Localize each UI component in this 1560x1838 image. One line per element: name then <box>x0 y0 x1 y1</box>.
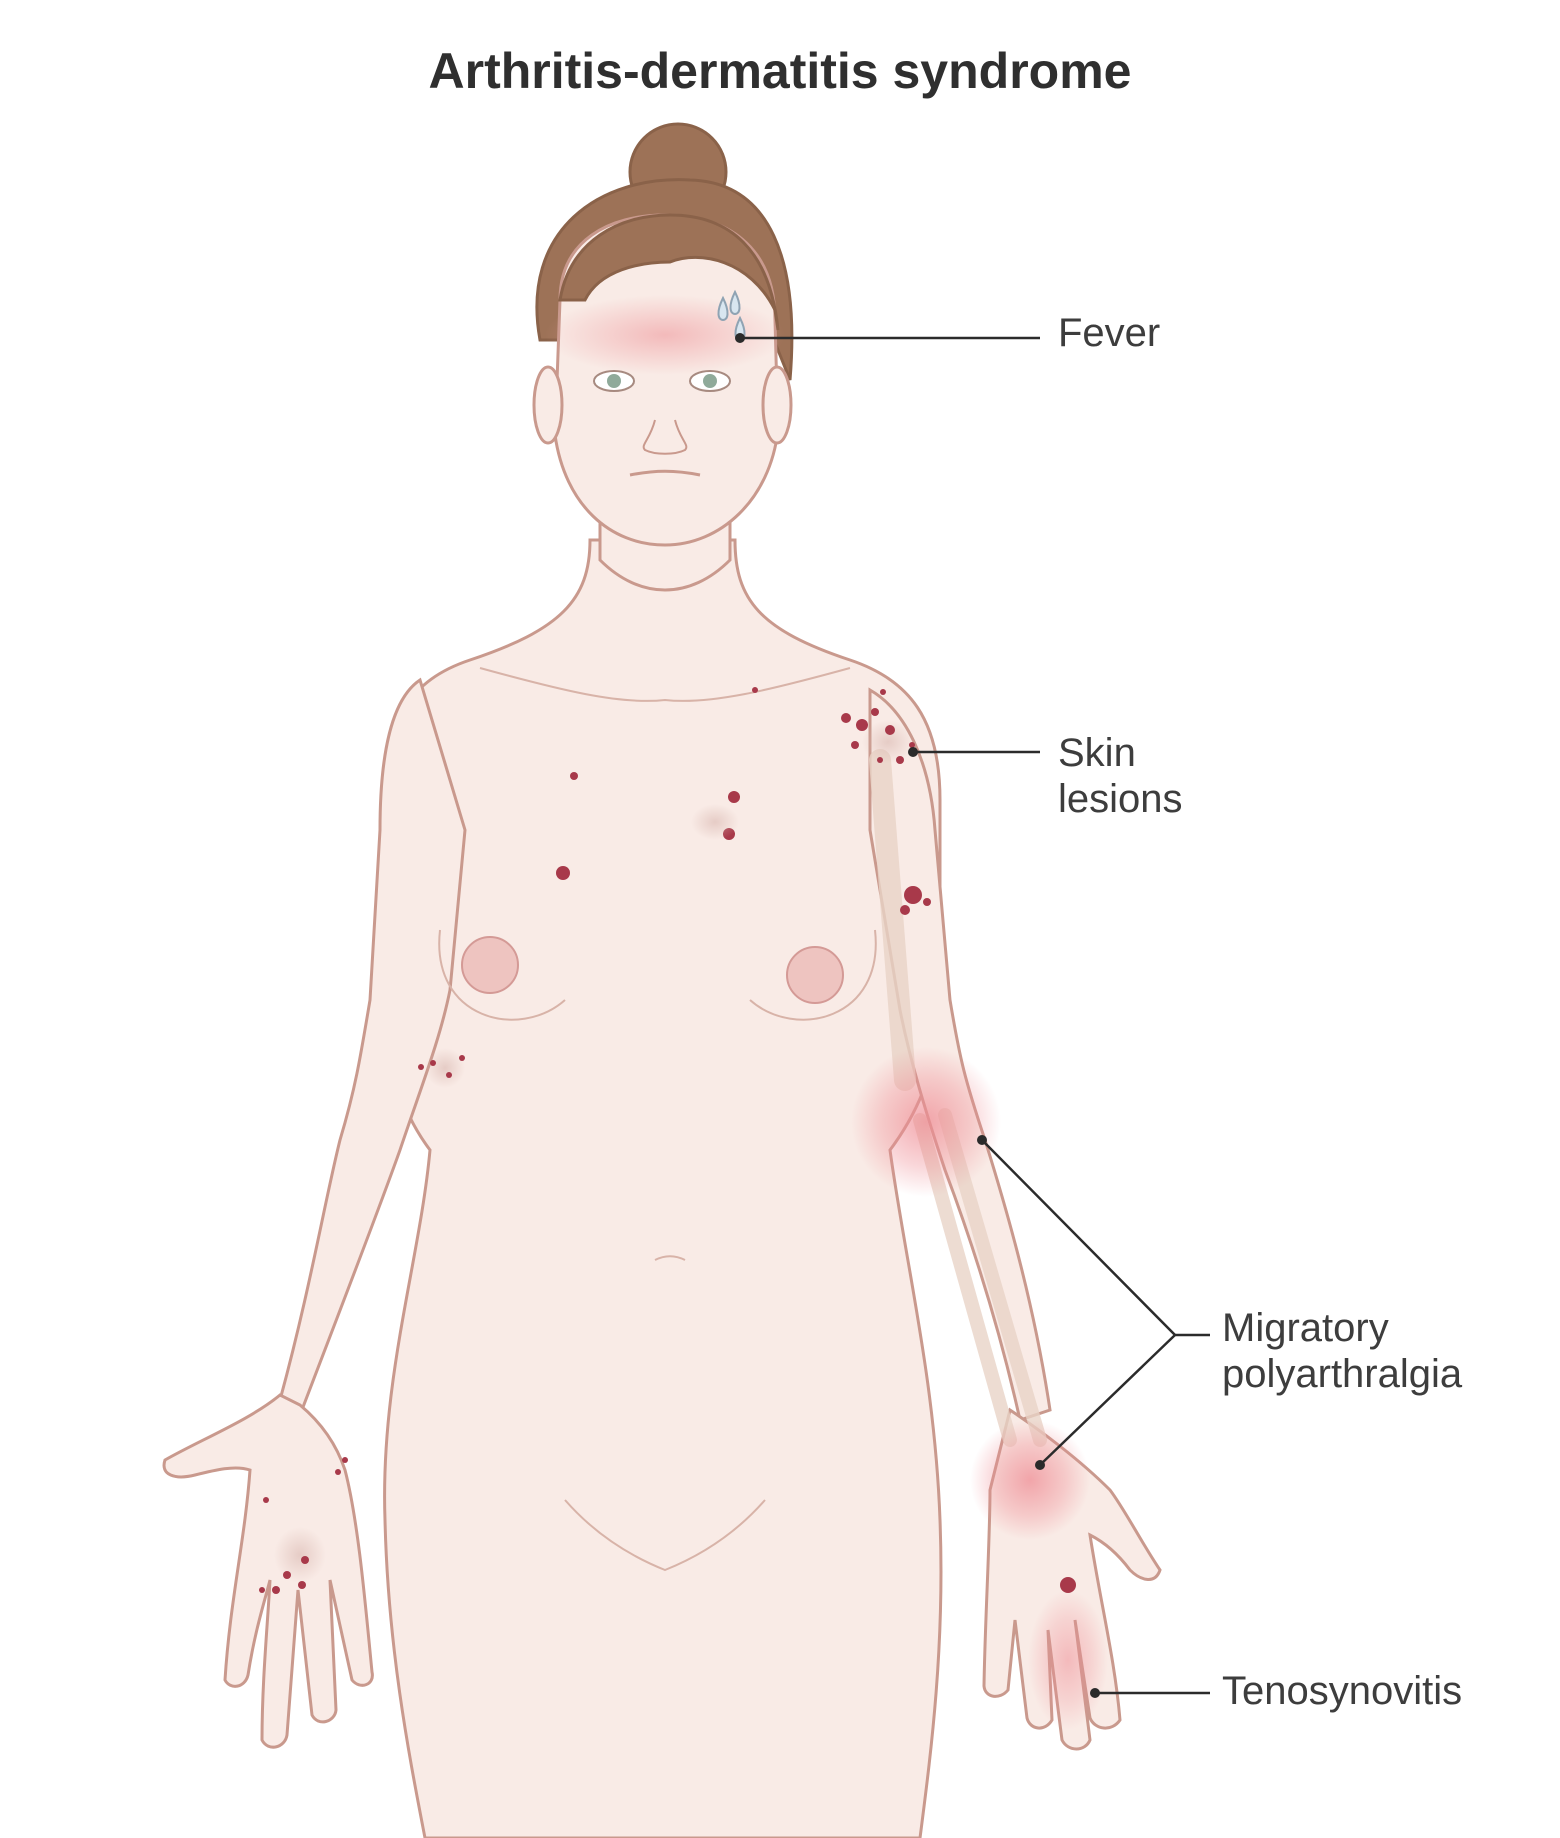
humerus-bone <box>869 749 916 1091</box>
label-fever: Fever <box>1058 311 1161 355</box>
skin-lesion-left-hand <box>259 1457 348 1594</box>
collarbone <box>479 667 851 702</box>
leader-line-fever <box>735 333 1040 343</box>
label-migratory-polyarthralgia: Migratory polyarthralgia <box>1222 1306 1463 1396</box>
skin-lesion-right-hand <box>1060 1577 1076 1593</box>
groin <box>564 1499 766 1572</box>
sweat-drop-icon <box>729 289 741 316</box>
forehead-flush <box>545 295 785 375</box>
left-breast <box>461 936 519 994</box>
sweat-drop-icon <box>717 295 729 322</box>
skin-lesion-chest <box>556 687 758 880</box>
right-breast <box>786 946 844 1004</box>
label-skin-lesions: Skin lesions <box>1058 731 1183 821</box>
leader-line-polyarthralgia <box>977 1135 1210 1470</box>
left-hand <box>162 1393 374 1749</box>
torso <box>383 538 943 1838</box>
skin-lesion-cluster-shoulder <box>841 689 915 764</box>
skin-lesion-upper-arm <box>900 886 931 915</box>
wrist-inflammation <box>970 1420 1090 1540</box>
right-ear <box>761 365 793 445</box>
figure-title: Arthritis-dermatitis syndrome <box>428 43 1132 99</box>
nose <box>642 419 688 455</box>
left-arm <box>278 677 467 1418</box>
leader-line-skin-lesions <box>908 747 1040 757</box>
navel <box>654 1255 686 1261</box>
left-ear <box>532 365 564 445</box>
elbow-inflammation <box>851 1047 1001 1197</box>
mouth <box>629 469 701 477</box>
finger-inflammation <box>1028 1590 1108 1730</box>
skin-lesion-left-arm <box>418 1048 465 1088</box>
label-tenosynovitis: Tenosynovitis <box>1222 1669 1463 1713</box>
leader-line-tenosynovitis <box>1090 1688 1210 1698</box>
